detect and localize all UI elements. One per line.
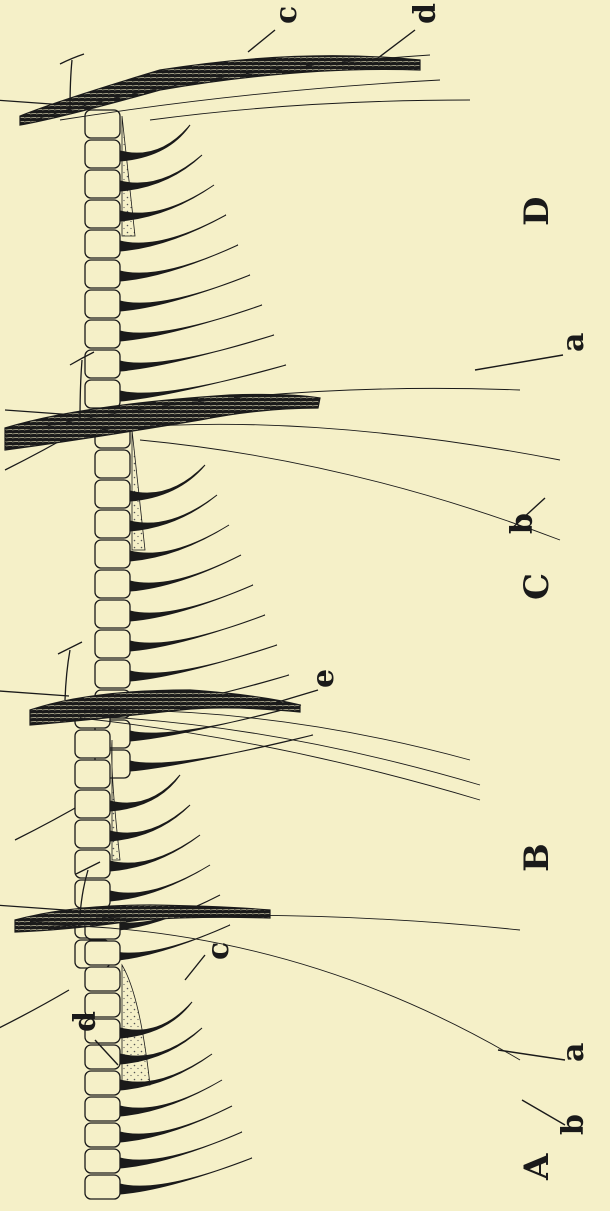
rib (130, 615, 265, 651)
label-a-b: b (556, 1114, 591, 1135)
label-a-d: d (68, 1011, 103, 1032)
vertebra (85, 941, 120, 965)
vertebra (85, 1149, 120, 1173)
panel-b (0, 642, 480, 1030)
vertebra (85, 1071, 120, 1095)
vertebra (75, 880, 110, 908)
muscle-fiber (100, 424, 560, 460)
rib (120, 125, 190, 161)
vertebra (95, 570, 130, 598)
vertebra (75, 760, 110, 788)
muscle-band (30, 690, 300, 725)
rib (120, 215, 226, 251)
vertebra (85, 260, 120, 288)
vertebra (95, 540, 130, 568)
rib (110, 775, 180, 811)
rib (120, 245, 238, 281)
panel-label-b: B (517, 843, 557, 872)
vertebra (75, 820, 110, 848)
label-c-a: a (556, 333, 591, 352)
muscle-fiber (50, 925, 520, 1060)
label-c-b: b (505, 513, 540, 534)
vertebra (75, 790, 110, 818)
vertebra (95, 600, 130, 628)
muscle-band (5, 394, 320, 450)
rib (120, 185, 214, 221)
label-b-e: e (306, 669, 341, 688)
vertebra (95, 510, 130, 538)
panel-label-c: C (517, 573, 557, 600)
vertebra (85, 200, 120, 228)
muscle-fiber (80, 718, 480, 800)
vertebra (85, 230, 120, 258)
panel-a (0, 862, 520, 1211)
vertebra (85, 110, 120, 138)
vertebra (85, 140, 120, 168)
vertebra (85, 967, 120, 991)
vertebra (85, 320, 120, 348)
vertebra (95, 480, 130, 508)
vertebra (85, 1097, 120, 1121)
fat-pad (122, 965, 150, 1085)
body-outline (0, 690, 69, 696)
rib (110, 865, 210, 901)
rib (130, 525, 229, 561)
rib (130, 495, 217, 531)
vertebra (75, 850, 110, 878)
rib (130, 645, 277, 681)
vertebra (95, 450, 130, 478)
body-outline (0, 990, 69, 1030)
rib (110, 805, 190, 841)
panel-label-a: A (517, 1153, 557, 1181)
label-a-c: c (201, 942, 236, 960)
rib (120, 305, 262, 341)
vertebra (85, 1175, 120, 1199)
rib (130, 585, 253, 621)
rib (120, 275, 250, 311)
vertebra (85, 170, 120, 198)
rib (130, 555, 241, 591)
vertebra (95, 630, 130, 658)
vertebra (95, 660, 130, 688)
muscle-fiber (140, 440, 560, 540)
rib (120, 155, 202, 191)
vertebra (85, 1123, 120, 1147)
fat-pad (132, 430, 145, 550)
vertebra (85, 290, 120, 318)
vertebra (75, 730, 110, 758)
rib (130, 465, 205, 501)
leader-lines (95, 30, 565, 1125)
label-d-d: d (408, 3, 443, 24)
muscle-band (20, 56, 420, 125)
muscle-fiber (150, 100, 470, 120)
rib (130, 735, 313, 771)
rib (120, 335, 274, 371)
vertebra (85, 380, 120, 408)
hook-structure (58, 642, 82, 700)
label-d-c: c (269, 6, 304, 24)
panel-label-d: D (517, 197, 557, 226)
rib (110, 835, 200, 871)
